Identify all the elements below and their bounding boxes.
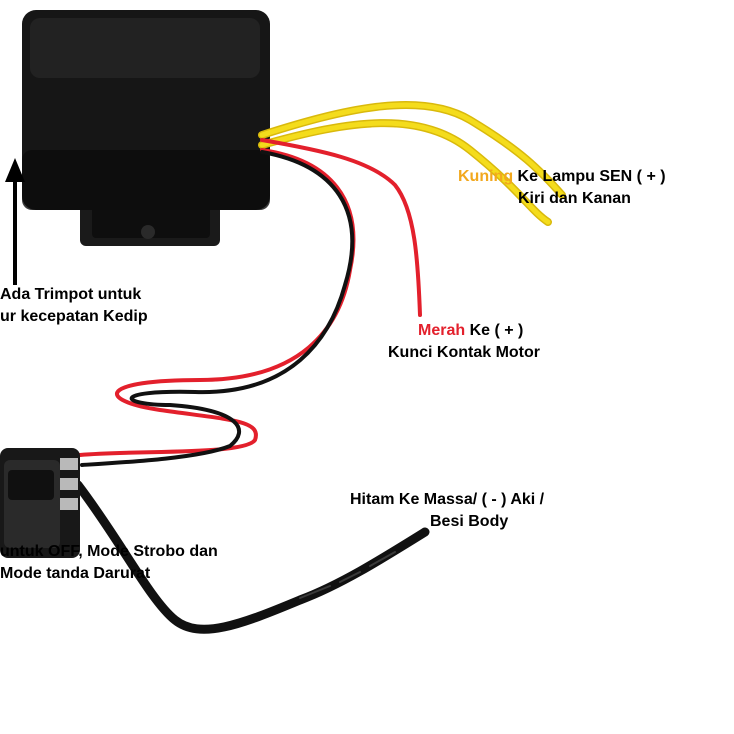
black-wire-ground [73, 480, 430, 634]
wire-loop-pair [78, 148, 356, 467]
switch-label-line1: untuk OFF, Mode Strobo dan [0, 543, 218, 560]
red-label-rest: Ke ( + ) [465, 322, 524, 339]
switch-label-line2: Mode tanda Darurat [0, 565, 151, 582]
yellow-wire-label-line2: Kiri dan Kanan [518, 190, 631, 207]
flasher-module [22, 10, 270, 246]
black-wire-label-line1: Hitam Ke Massa/ ( - ) Aki / [350, 491, 545, 508]
rocker-switch [0, 448, 80, 558]
up-arrow-icon [5, 158, 25, 285]
trimpot-label-line1: Ada Trimpot untuk [0, 286, 142, 303]
trimpot-label-line2: ur kecepatan Kedip [0, 308, 148, 325]
yellow-label-rest: Ke Lampu SEN ( + ) [513, 168, 666, 185]
mount-hole [141, 225, 155, 239]
yellow-wires [258, 101, 566, 226]
yellow-wire-label: Kuning Ke Lampu SEN ( + ) [458, 166, 666, 188]
red-wire-label: Merah Ke ( + ) [418, 320, 523, 342]
black-wire-label-line2: Besi Body [430, 513, 509, 530]
yellow-color-word: Kuning [458, 168, 514, 185]
red-wire-ignition [260, 138, 422, 317]
red-wire-label-line2: Kunci Kontak Motor [388, 344, 540, 361]
red-color-word: Merah [418, 322, 466, 339]
